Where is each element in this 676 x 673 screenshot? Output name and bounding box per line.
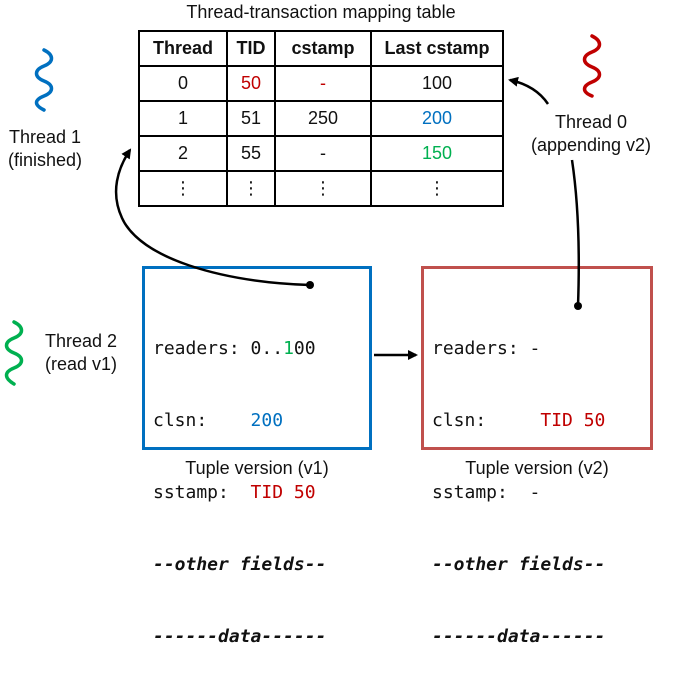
cell-last-cstamp: ⋮ <box>370 170 504 207</box>
thread-1-name: Thread 1 <box>8 127 82 147</box>
v1-readers-value-suffix: 00 <box>293 338 316 359</box>
cell-thread: 2 <box>138 135 228 172</box>
v1-readers-anchor-dot <box>306 281 314 289</box>
cell-thread: ⋮ <box>138 170 228 207</box>
v1-sstamp-value: TID 50 <box>250 482 316 503</box>
cell-tid: 51 <box>226 100 276 137</box>
v1-readers-value-prefix: 0.. <box>250 338 284 359</box>
v2-clsn-key: clsn: <box>432 410 541 431</box>
v2-sstamp-key: sstamp: <box>432 482 530 503</box>
v2-readers-value: - <box>529 338 541 359</box>
v1-clsn-value: 200 <box>250 410 284 431</box>
cell-cstamp: 250 <box>274 100 372 137</box>
header-last-cstamp: Last cstamp <box>370 30 504 67</box>
v2-readers-line: readers: - <box>432 337 650 361</box>
cell-cstamp: - <box>274 135 372 172</box>
v2-readers-key: readers: <box>432 338 530 359</box>
thread-transaction-table: Thread TID cstamp Last cstamp 0 50 - 100… <box>138 30 504 207</box>
diagram-overlay <box>4 34 602 386</box>
thread0-to-table-arrow <box>508 76 550 105</box>
table-title: Thread-transaction mapping table <box>186 2 456 22</box>
header-tid: TID <box>226 30 276 67</box>
cell-last-cstamp: 150 <box>370 135 504 172</box>
cell-tid: 55 <box>226 135 276 172</box>
thread-1-status: (finished) <box>7 150 83 170</box>
v2-clsn-line: clsn: TID 50 <box>432 409 650 433</box>
cell-last-cstamp: 200 <box>370 100 504 137</box>
v1-caption: Tuple version (v1) <box>185 458 329 478</box>
table-row: ⋮ ⋮ ⋮ ⋮ <box>138 170 504 207</box>
v1-clsn-key: clsn: <box>153 410 251 431</box>
cell-thread: 1 <box>138 100 228 137</box>
v2-sstamp-value: - <box>529 482 541 503</box>
thread-0-status: (appending v2) <box>530 135 652 155</box>
v1-other-fields: --other fields-- <box>153 554 327 575</box>
v2-sstamp-line: sstamp: - <box>432 481 650 505</box>
v1-readers-line: readers: 0..100 <box>153 337 369 361</box>
v2-data: ------data------ <box>432 626 606 647</box>
cell-thread: 0 <box>138 65 228 102</box>
v1-clsn-line: clsn: 200 <box>153 409 369 433</box>
v1-sstamp-key: sstamp: <box>153 482 251 503</box>
table-row: 2 55 - 150 <box>138 135 504 172</box>
v2-clsn-value: TID 50 <box>540 410 606 431</box>
thread-0-name: Thread 0 <box>554 112 628 132</box>
v2-other-fields: --other fields-- <box>432 554 606 575</box>
v2-readers-to-thread0-line <box>570 159 580 307</box>
table-row: 0 50 - 100 <box>138 65 504 102</box>
thread-2-label: Thread 2 (read v1) <box>34 330 128 376</box>
cell-cstamp: - <box>274 65 372 102</box>
v2-readers-anchor-dot <box>574 302 582 310</box>
v1-readers-key: readers: <box>153 338 251 359</box>
v1-sstamp-line: sstamp: TID 50 <box>153 481 369 505</box>
v1-readers-value-highlight: 1 <box>283 338 294 359</box>
cell-tid: ⋮ <box>226 170 276 207</box>
table-row: 1 51 250 200 <box>138 100 504 137</box>
readers-to-thread2-arrow <box>114 148 311 287</box>
cell-cstamp: ⋮ <box>274 170 372 207</box>
v2-caption: Tuple version (v2) <box>465 458 609 478</box>
header-thread: Thread <box>138 30 228 67</box>
thread-0-squiggle-icon <box>582 34 602 98</box>
cell-last-cstamp: 100 <box>370 65 504 102</box>
thread-1-label: Thread 1 (finished) <box>0 126 90 172</box>
table-header-row: Thread TID cstamp Last cstamp <box>138 30 504 67</box>
v1-data: ------data------ <box>153 626 327 647</box>
thread-1-squiggle-icon <box>34 48 54 112</box>
header-cstamp: cstamp <box>274 30 372 67</box>
thread-2-squiggle-icon <box>4 320 24 386</box>
thread-2-status: (read v1) <box>44 354 118 374</box>
cell-tid: 50 <box>226 65 276 102</box>
thread-2-name: Thread 2 <box>44 331 118 351</box>
thread-0-label: Thread 0 (appending v2) <box>516 111 666 157</box>
